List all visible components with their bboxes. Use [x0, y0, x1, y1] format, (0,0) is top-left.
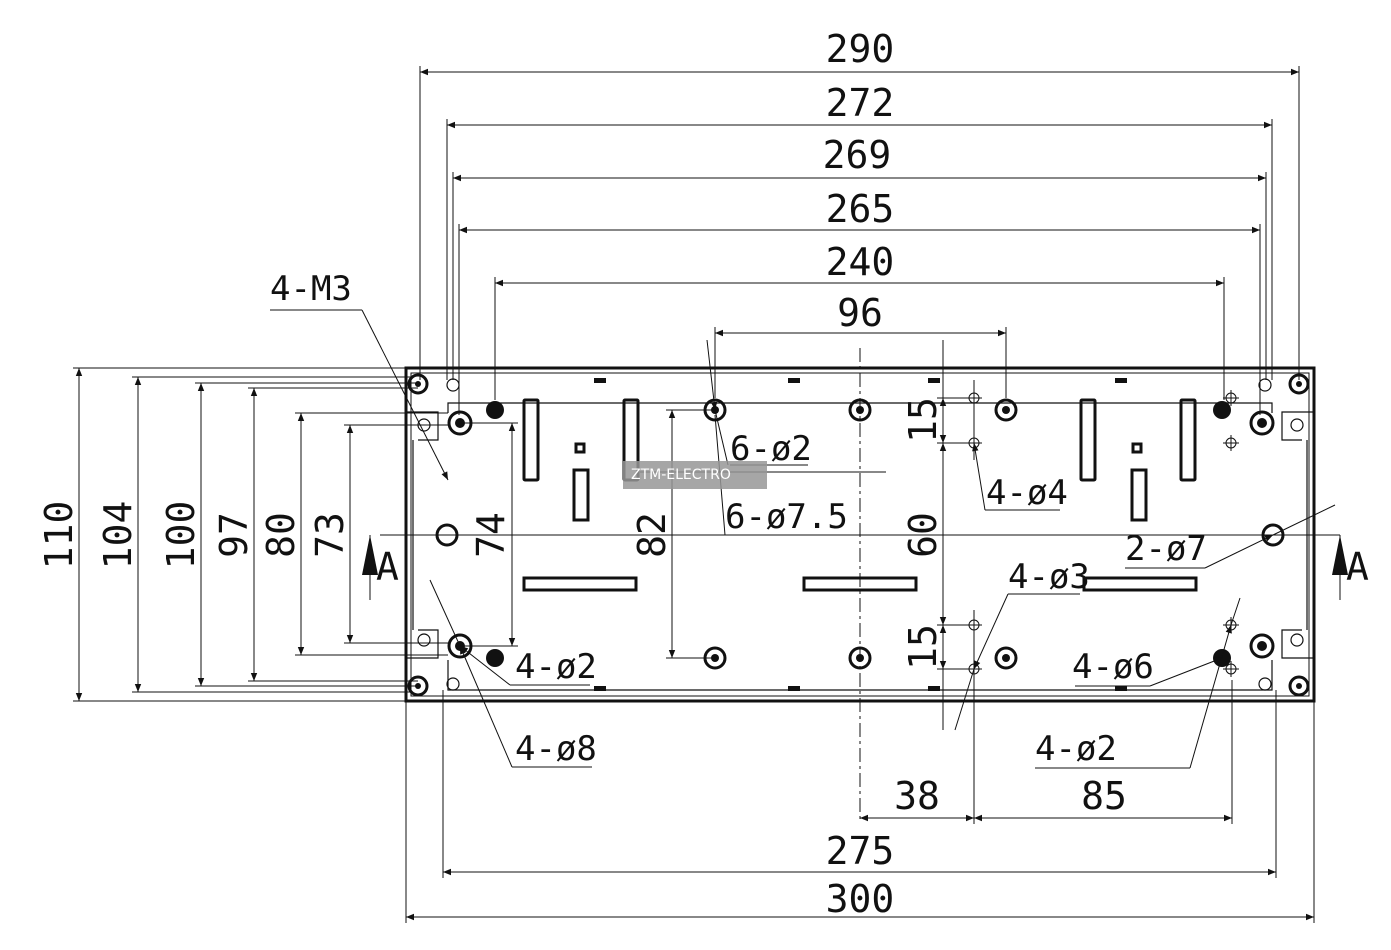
section-mark-a-right: A [1346, 545, 1369, 589]
dim-104: 104 [96, 501, 140, 570]
callout-2-d7: 2-ø7 [1125, 529, 1207, 569]
dim-97: 97 [212, 512, 256, 558]
dim-300: 300 [826, 877, 895, 921]
dim-80: 80 [259, 512, 303, 558]
left-dimensions [73, 367, 715, 702]
section-marks [362, 535, 1348, 600]
dim-38: 38 [894, 774, 940, 818]
section-mark-a-left: A [376, 545, 399, 589]
callout-4-d2-left: 4-ø2 [515, 647, 597, 687]
dim-labels: 290 272 269 265 240 96 275 300 38 85 110… [37, 27, 1127, 921]
dim-110: 110 [37, 501, 81, 570]
dim-60: 60 [901, 512, 945, 558]
dim-272: 272 [826, 81, 895, 125]
watermark: ZTM-ELECTRO [623, 461, 767, 489]
dim-269: 269 [823, 133, 892, 177]
dim-15-bottom: 15 [901, 624, 945, 670]
callout-4-d4: 4-ø4 [986, 473, 1068, 513]
callout-6-d7-5: 6-ø7.5 [725, 497, 848, 537]
dim-240: 240 [826, 240, 895, 284]
dim-275: 275 [826, 829, 895, 873]
dim-96: 96 [837, 291, 883, 335]
corner-hole [407, 373, 429, 395]
dim-85: 85 [1081, 774, 1127, 818]
callout-4-m3: 4-M3 [270, 269, 352, 309]
callout-4-d6: 4-ø6 [1072, 647, 1154, 687]
dim-265: 265 [826, 187, 895, 231]
corner-hole [1288, 675, 1310, 697]
dim-82: 82 [630, 512, 674, 558]
center-right-dimensions [937, 340, 975, 730]
dim-100: 100 [159, 501, 203, 570]
dim-290: 290 [826, 27, 895, 71]
dim-15-top: 15 [901, 397, 945, 443]
bottom-dimensions [405, 680, 1315, 923]
dim-73: 73 [308, 512, 352, 558]
callout-4-d3: 4-ø3 [1008, 557, 1090, 597]
dim-74: 74 [469, 512, 513, 558]
callout-4-d8: 4-ø8 [515, 729, 597, 769]
callout-labels: 4-M3 6-ø2 6-ø7.5 4-ø4 2-ø7 4-ø3 4-ø2 4-ø… [270, 269, 1369, 769]
callout-4-d2-right: 4-ø2 [1035, 729, 1117, 769]
leaders [270, 309, 1336, 769]
top-dimensions [419, 66, 1300, 415]
